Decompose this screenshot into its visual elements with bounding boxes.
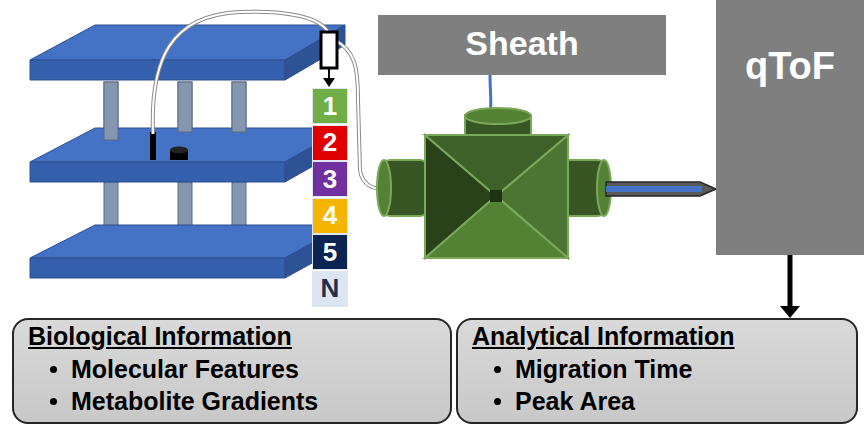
bullet-row: Peak Area [494,385,842,417]
bullet-text: Migration Time [515,353,692,385]
info-box: Biological InformationMolecular Features… [12,318,452,424]
bullet-text: Peak Area [515,385,635,417]
section-heading: Biological Information [28,322,436,351]
fraction-number: 5 [323,237,337,268]
section-heading: Analytical Information [472,322,842,351]
bullet-dot [50,366,57,373]
instrument-box: Sheath [378,15,666,75]
fraction-square: 1 [312,88,348,124]
fraction-square: N [312,271,348,307]
bullet-dot [50,398,57,405]
instrument-label: Sheath [465,23,578,64]
fraction-square: 3 [312,161,348,197]
fraction-number: 4 [323,200,337,231]
fraction-square: 4 [312,198,348,234]
fraction-square: 2 [312,125,348,161]
fraction-number: 1 [323,91,337,122]
bullet-row: Molecular Features [50,353,436,385]
bullet-row: Metabolite Gradients [50,385,436,417]
instrument-label: qToF [745,44,835,90]
fraction-number: N [321,273,340,304]
bullet-row: Migration Time [494,353,842,385]
bullet-text: Metabolite Gradients [71,385,318,417]
bullet-dot [494,398,501,405]
fraction-number: 2 [323,127,337,158]
bullet-text: Molecular Features [71,353,299,385]
instrument-box: qToF [716,0,864,255]
bullet-dot [494,366,501,373]
info-box: Analytical InformationMigration TimePeak… [456,318,858,424]
fraction-square: 5 [312,234,348,270]
fraction-number: 3 [323,164,337,195]
flow-arrow [780,255,800,318]
